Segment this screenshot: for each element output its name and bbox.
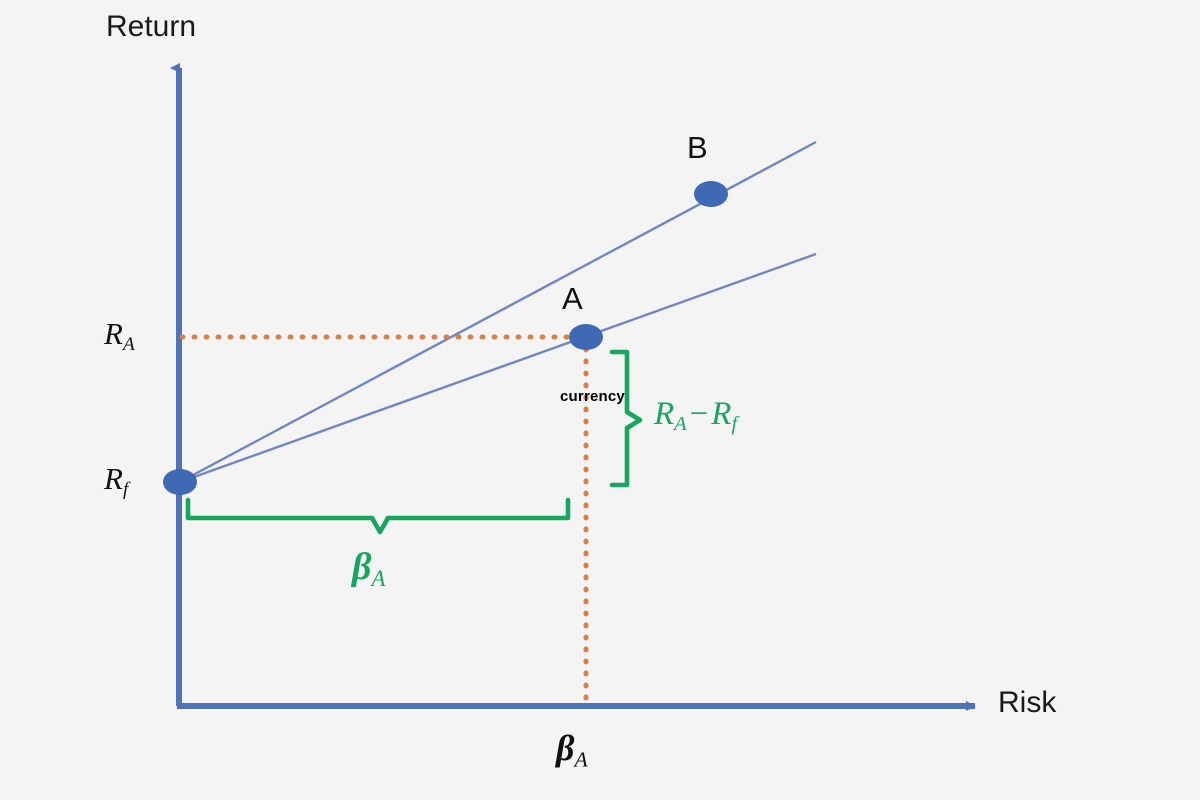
- brace-label-symbol-1: R: [654, 396, 675, 432]
- marker-point-a[interactable]: [569, 324, 603, 350]
- brace-label-sub-1: A: [674, 413, 687, 436]
- point-label-a: A: [562, 281, 583, 316]
- currency-note: currency: [560, 388, 625, 405]
- y-tick-label-rf: Rf: [104, 463, 128, 499]
- horizontal-brace-label: βA: [352, 548, 385, 591]
- brace-label-sub-2: f: [731, 413, 738, 436]
- marker-rf[interactable]: [163, 469, 197, 495]
- y-tick-rf-symbol: R: [104, 461, 123, 496]
- y-tick-label-ra: RA: [104, 318, 135, 354]
- vertical-brace-label: RA−Rf: [654, 398, 737, 435]
- marker-point-b[interactable]: [694, 181, 728, 207]
- x-tick-label-beta: βA: [556, 730, 588, 771]
- horizontal-brace-symbol: β: [352, 546, 372, 588]
- y-tick-rf-subscript: f: [122, 478, 129, 500]
- x-axis-title: Risk: [998, 686, 1057, 719]
- y-tick-ra-subscript: A: [122, 333, 135, 355]
- y-axis-title: Return: [106, 10, 197, 43]
- x-tick-beta-symbol: β: [556, 728, 575, 768]
- horizontal-brace: [185, 497, 571, 535]
- vertical-brace: [609, 349, 643, 488]
- point-label-b: B: [687, 130, 708, 165]
- y-tick-ra-symbol: R: [104, 316, 123, 351]
- brace-label-operator: −: [689, 396, 709, 432]
- brace-label-symbol-2: R: [711, 396, 732, 432]
- horizontal-brace-subscript: A: [371, 565, 386, 591]
- flatter-return-line: [179, 252, 817, 484]
- x-tick-beta-subscript: A: [574, 747, 588, 772]
